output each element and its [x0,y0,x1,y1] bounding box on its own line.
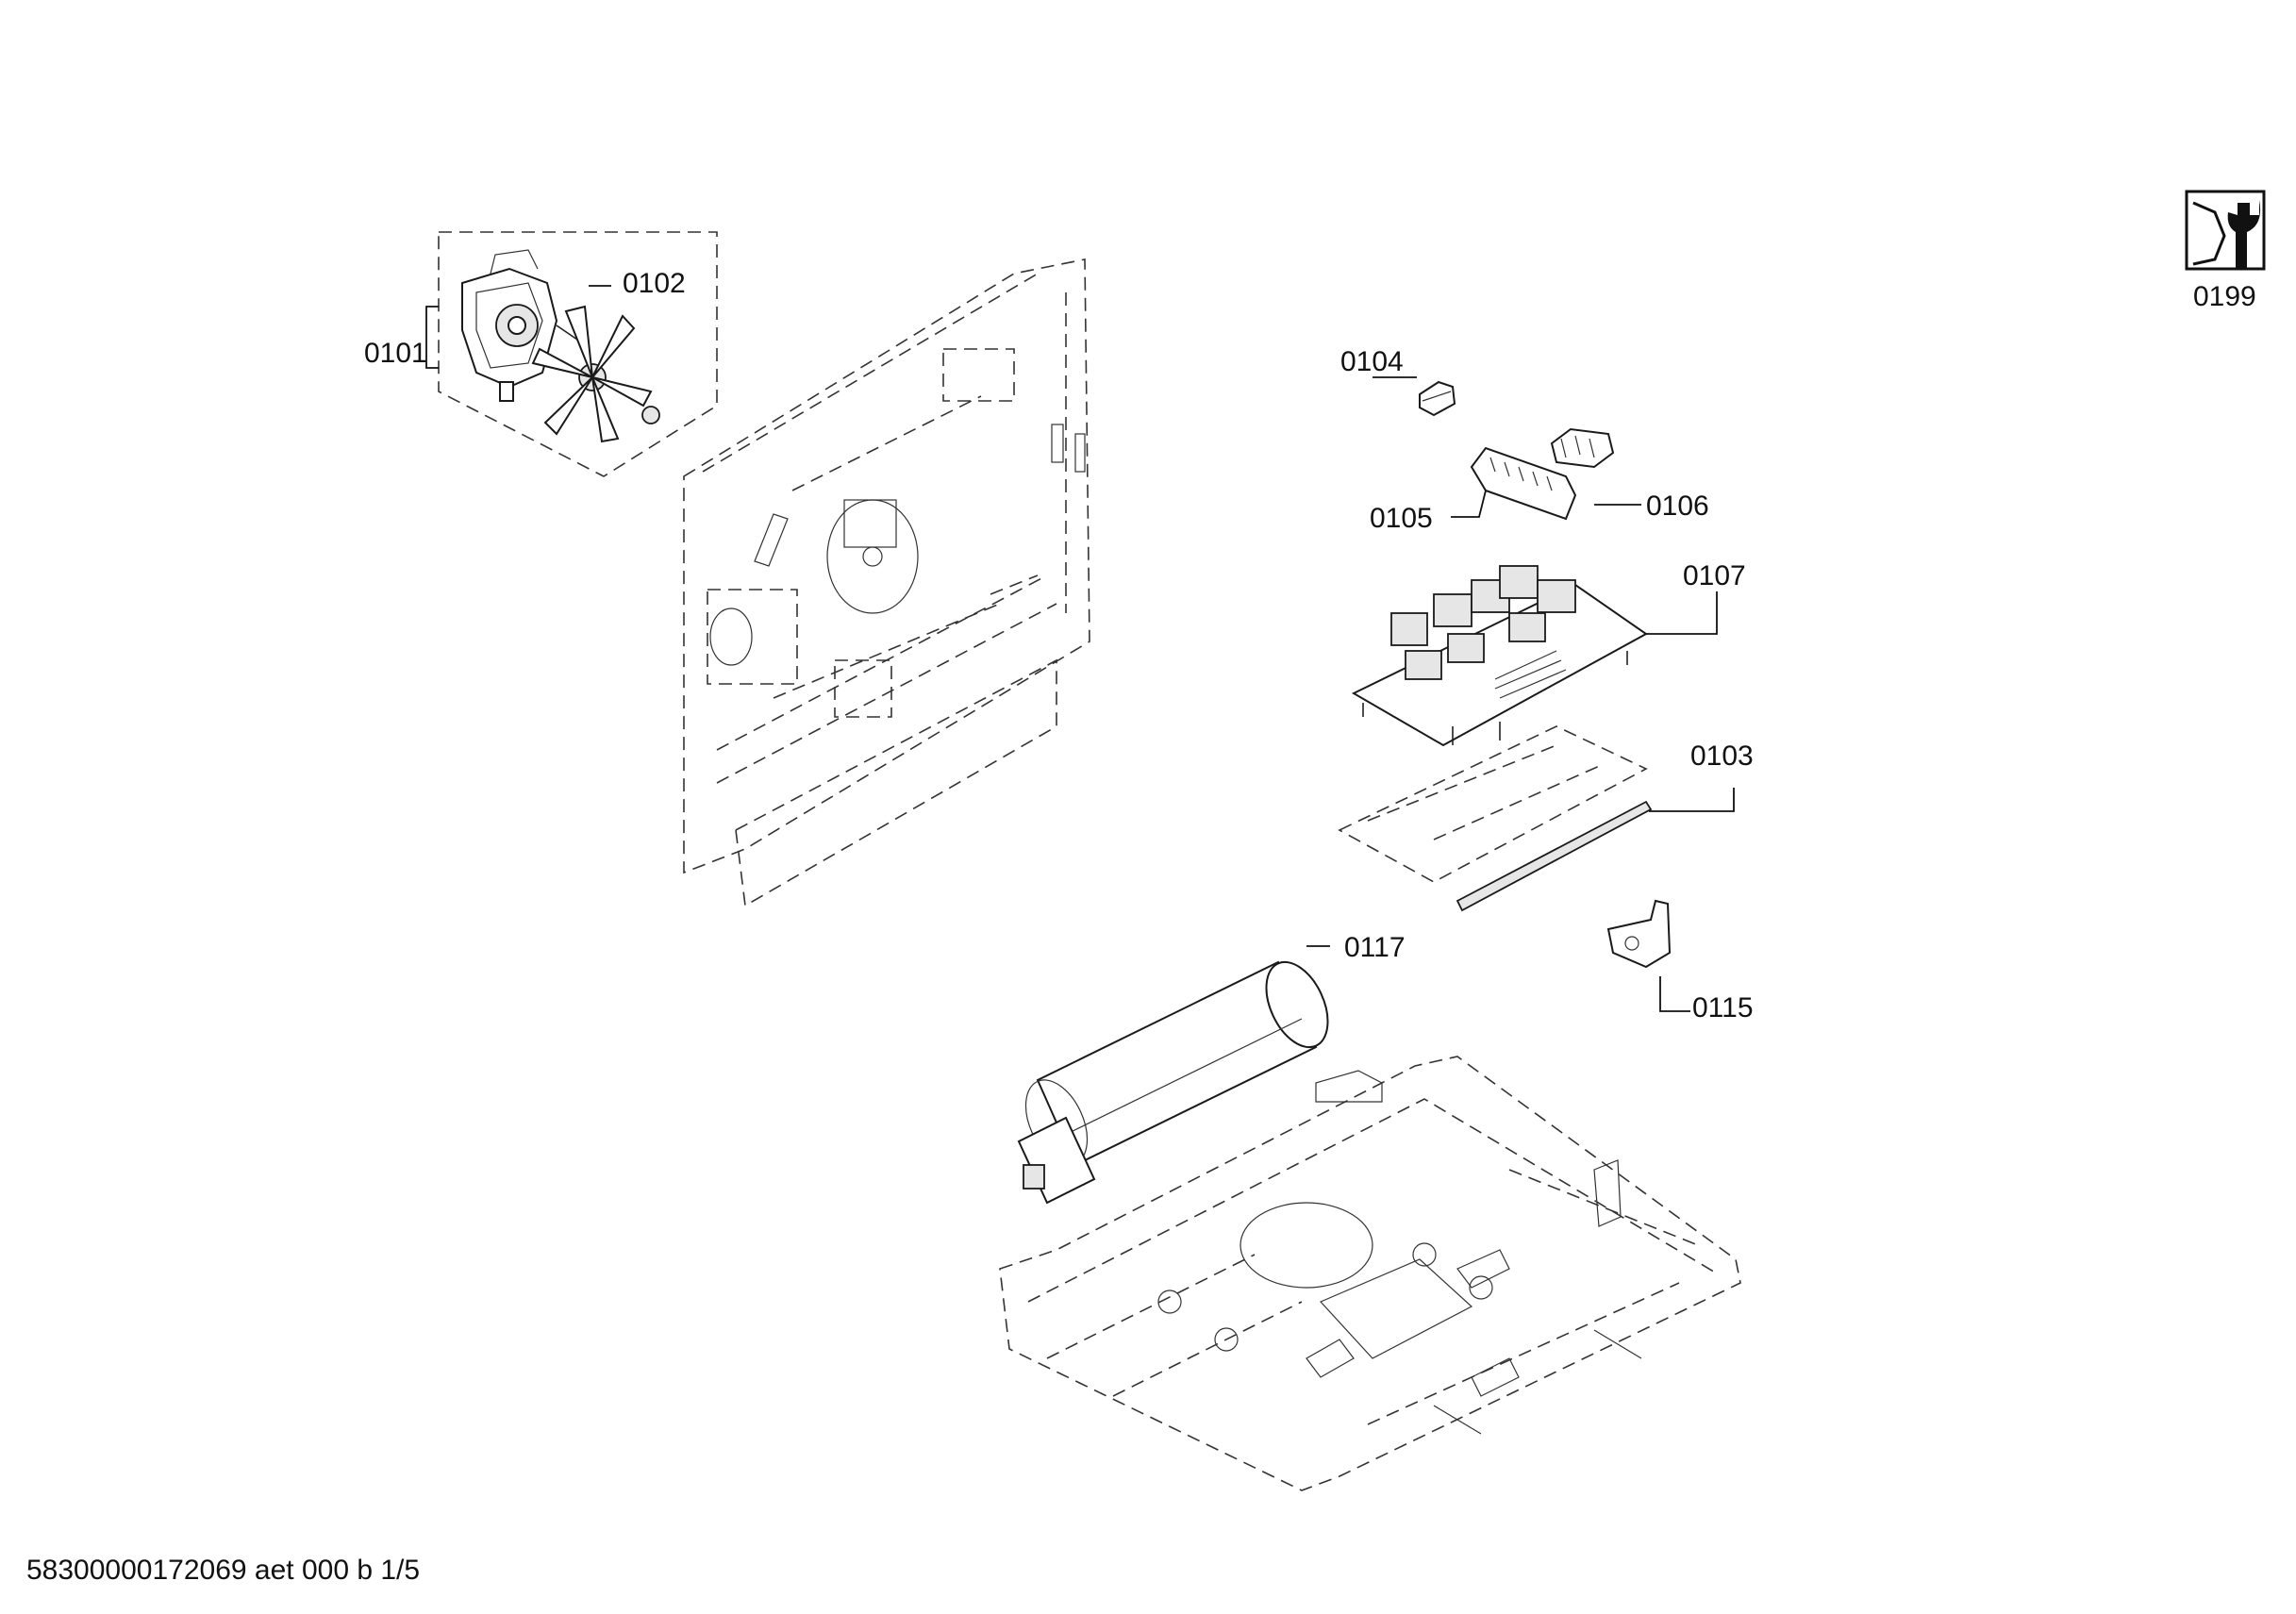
callout-0199[interactable]: 0199 [2193,281,2256,312]
callout-0107[interactable]: 0107 [1683,560,1746,591]
callout-0104[interactable]: 0104 [1340,346,1404,377]
callout-0115[interactable]: 0115 [1692,992,1754,1023]
fan-motor-part[interactable] [461,249,578,402]
fan-motor-group[interactable] [425,231,718,477]
part-0104[interactable] [1373,376,1456,417]
callout-0106[interactable]: 0106 [1646,491,1709,522]
part-0115-bracket[interactable] [1606,899,1690,1012]
back-wall-panel[interactable] [683,258,1090,907]
part-0106-terminal-block[interactable] [1550,427,1641,506]
callout-0105[interactable]: 0105 [1370,503,1433,534]
callout-0103[interactable]: 0103 [1690,740,1754,772]
wrench-icon [2185,190,2266,271]
fan-blade-part[interactable] [531,305,660,443]
part-0107-control-board[interactable] [1351,565,1718,747]
oven-base-panel[interactable] [999,1056,1741,1491]
document-id: 58300000172069 aet 000 b 1/5 [26,1555,421,1586]
part-0103-board-tray[interactable] [1338,725,1735,912]
callout-0117[interactable]: 0117 [1344,932,1406,963]
callout-0102[interactable]: 0102 [623,268,686,299]
part-0117-heater-tube[interactable] [1013,945,1339,1205]
part-0105-terminal-block[interactable] [1451,446,1577,521]
callout-0101[interactable]: 0101 [364,338,427,369]
